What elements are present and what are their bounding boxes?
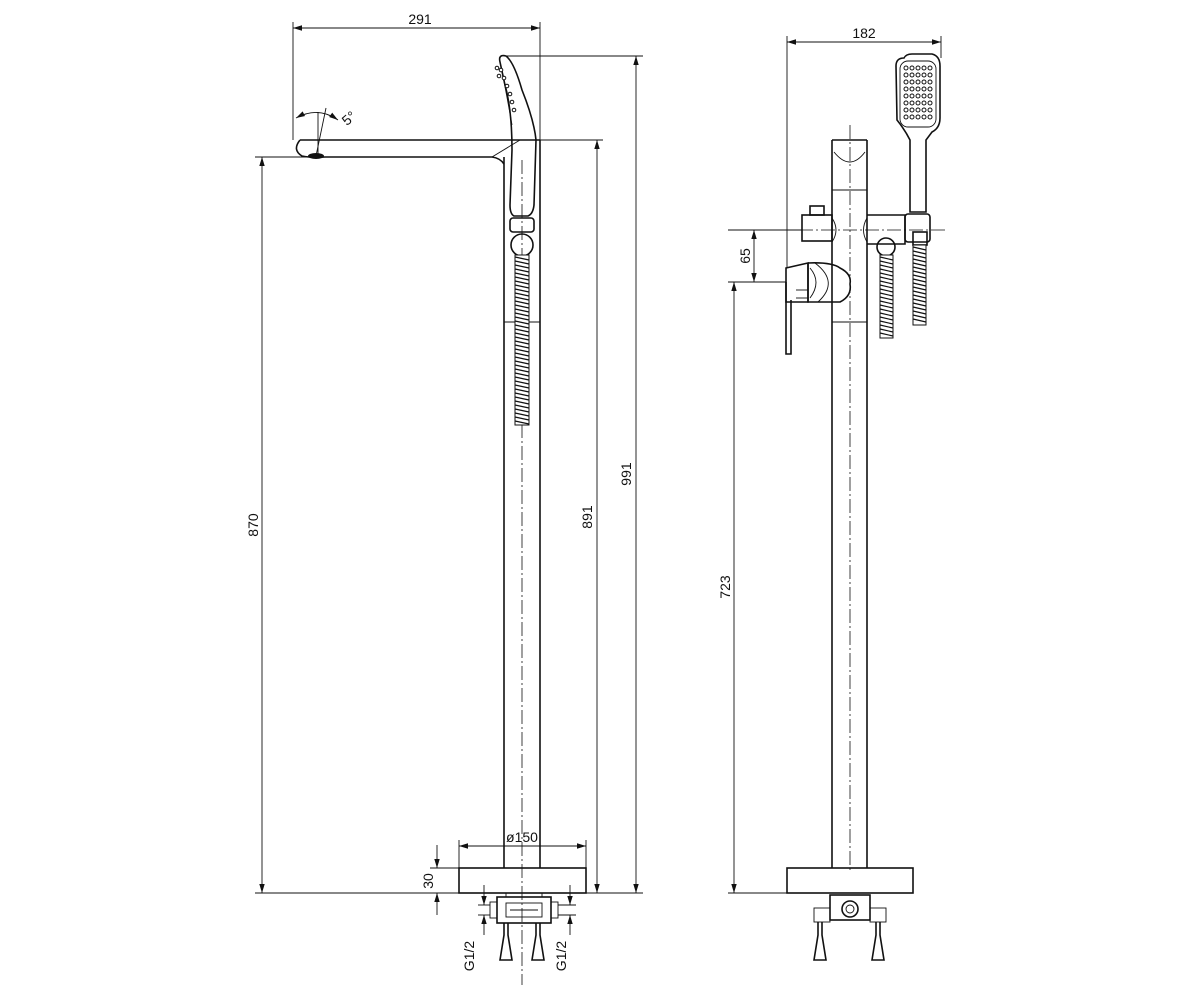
- diverter-cap: [809, 205, 825, 216]
- label-spout-reach: 291: [408, 11, 432, 27]
- mixer-housing: [807, 262, 852, 303]
- side-hose-connector-right: [912, 231, 928, 246]
- side-hand-shower-nozzles: [903, 65, 933, 120]
- mixer-cartridge: [785, 261, 809, 303]
- inlet-pipe-right: [531, 923, 545, 961]
- side-hose-rings: [879, 246, 927, 337]
- side-base: [786, 867, 914, 894]
- front-holder: [509, 217, 535, 233]
- side-fitting-block: [829, 894, 871, 921]
- spout-bevel: [491, 139, 521, 158]
- side-holder: [904, 213, 931, 243]
- side-hose-connector-left: [876, 237, 896, 257]
- label-lever-height: 723: [717, 575, 733, 599]
- label-base-height: 30: [420, 873, 436, 889]
- side-fittings: [813, 894, 887, 961]
- dim-spout-angle: [295, 111, 339, 121]
- side-hand-shower: [895, 53, 941, 213]
- label-holder-height: 891: [579, 505, 595, 529]
- diverter-knob: [801, 214, 833, 242]
- inlet-pipe-left: [499, 923, 513, 961]
- label-inlet-right: G1/2: [553, 941, 569, 972]
- front-base: [458, 867, 587, 894]
- label-overall-height: 991: [618, 462, 634, 486]
- side-spout-curve: [833, 151, 866, 163]
- dimensions: 291 5° 870 891 991 ø150 30: [245, 11, 942, 972]
- front-hose-rings: [514, 256, 530, 425]
- side-inlet-pipe-left: [813, 922, 827, 961]
- label-spout-height: 870: [245, 513, 261, 537]
- hand-shower-nozzles: [494, 65, 517, 113]
- side-inlet-pipe-right: [871, 922, 885, 961]
- label-base-diameter: ø150: [506, 829, 538, 845]
- label-spout-angle: 5°: [339, 108, 360, 129]
- label-valve-offset: 65: [737, 248, 753, 264]
- front-fittings: [489, 893, 559, 961]
- mixer-lever: [785, 282, 792, 355]
- label-side-width: 182: [852, 25, 876, 41]
- shower-face: [899, 60, 937, 128]
- side-view: [755, 53, 945, 961]
- holder-arm: [867, 214, 906, 245]
- label-inlet-left: G1/2: [461, 941, 477, 972]
- hand-shower-face: [499, 61, 513, 126]
